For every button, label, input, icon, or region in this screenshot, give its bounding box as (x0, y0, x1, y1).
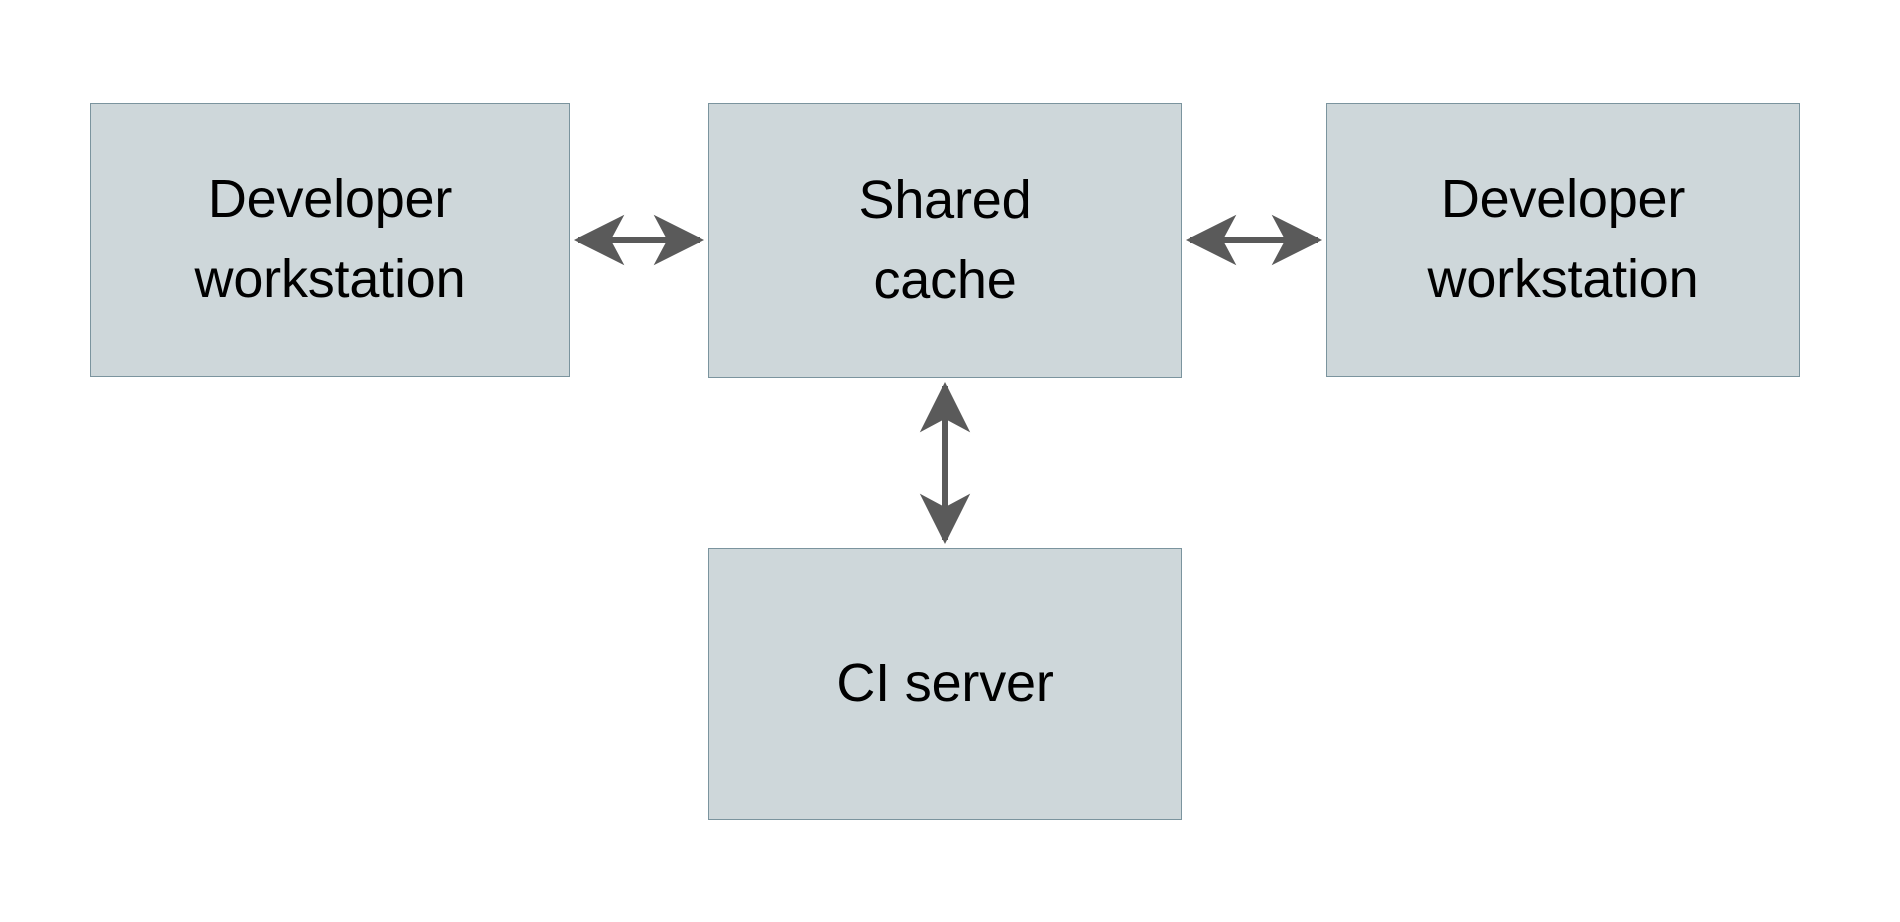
node-developer-workstation-right[interactable]: Developer workstation (1326, 103, 1800, 377)
node-shared-cache[interactable]: Shared cache (708, 103, 1182, 378)
node-developer-workstation-left[interactable]: Developer workstation (90, 103, 570, 377)
node-ci-server[interactable]: CI server (708, 548, 1182, 820)
node-label: Developer workstation (1427, 169, 1699, 309)
node-label: Shared cache (858, 169, 1032, 310)
node-label: Developer workstation (194, 169, 466, 309)
node-label: CI server (836, 653, 1054, 714)
